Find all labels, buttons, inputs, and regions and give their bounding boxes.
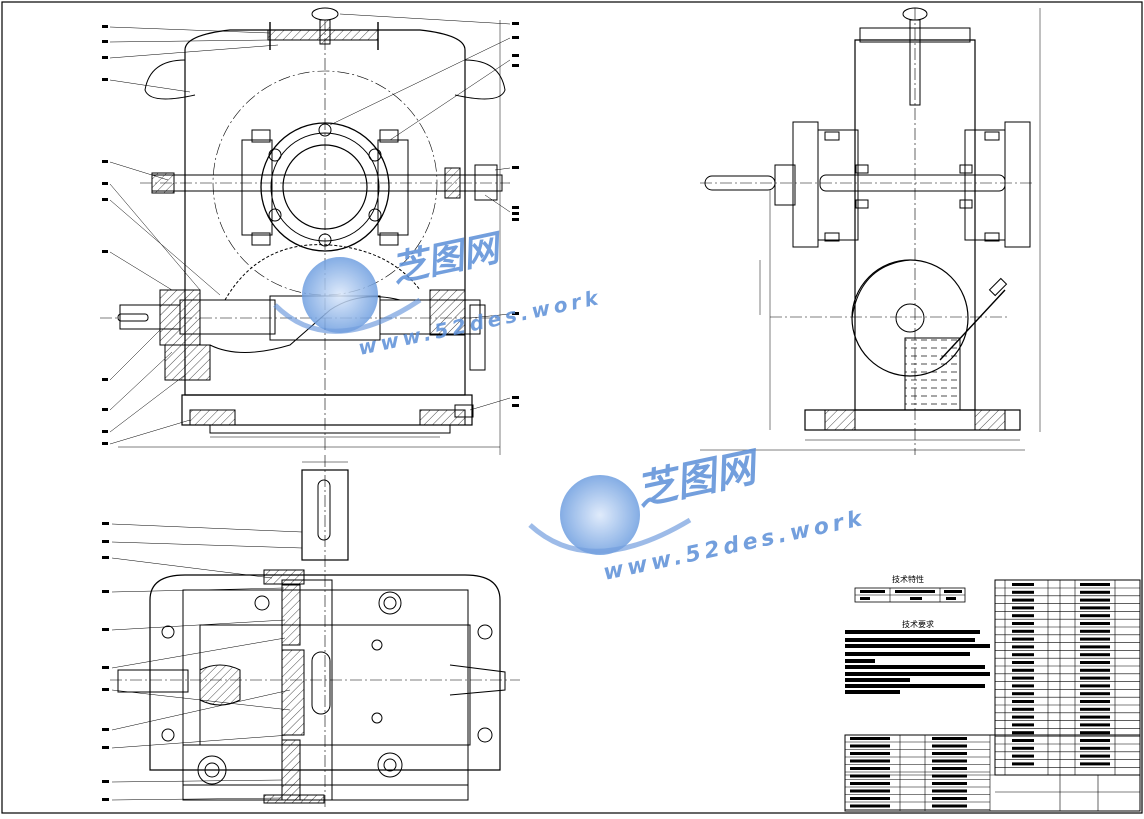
watermark-center: 芝图网 www.52des.work <box>528 444 868 586</box>
tech-req-title: 技术要求 <box>902 619 934 629</box>
globe-logo-icon <box>560 475 640 555</box>
front-view-balloons <box>102 22 519 445</box>
side-view <box>700 7 1041 455</box>
title-block <box>844 734 1141 812</box>
tech-requirements: 技术要求 <box>845 619 990 694</box>
globe-logo-icon <box>302 257 378 333</box>
top-view <box>110 455 520 810</box>
front-view <box>100 7 511 455</box>
tech-characteristics: 技术特性 <box>854 574 966 603</box>
watermark-url: www.52des.work <box>356 285 604 360</box>
watermark-brand-cn: 芝图网 <box>388 227 507 291</box>
parts-list <box>994 579 1141 776</box>
watermark-brand-cn: 芝图网 <box>633 444 766 515</box>
tech-char-title: 技术特性 <box>892 574 924 584</box>
top-view-balloons <box>102 522 109 801</box>
